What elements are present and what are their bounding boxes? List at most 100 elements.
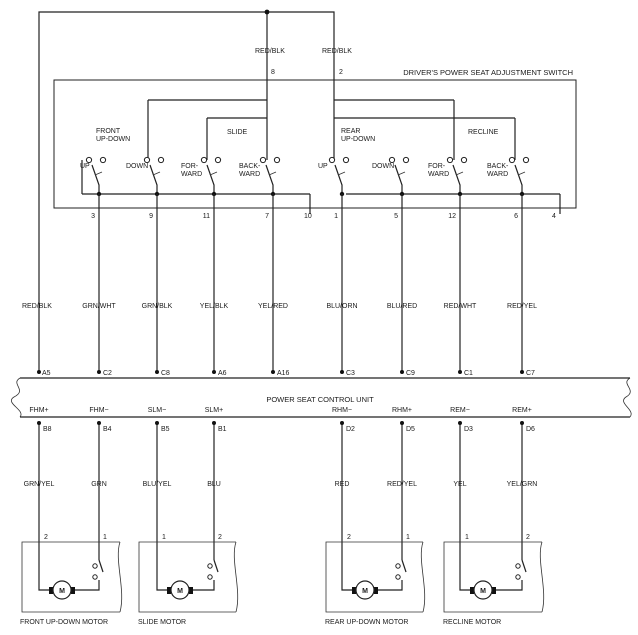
motor-housing-break [420,541,426,613]
unit-output-dot [520,421,524,425]
switch-position-label: DOWN [126,163,148,170]
output-pin-label: D5 [406,426,415,433]
motor-pin-label: 1 [406,534,410,541]
switch-title: DRIVER'S POWER SEAT ADJUSTMENT SWITCH [403,68,573,77]
motor-lead [378,580,403,591]
limit-switch-contact [515,563,521,569]
unit-output-dot [400,421,404,425]
limit-switch-arm [521,559,527,573]
wire-color-label: BLU/ORN [326,303,357,310]
switch-contact [328,156,336,164]
switch-contact [157,156,165,164]
switch-link [337,171,346,176]
output-signal-label: RHM− [332,407,352,414]
wire-color-label: YEL/BLK [200,303,229,310]
motor-pin-label: 2 [44,534,48,541]
supply-left-color: RED/BLK [255,48,285,55]
unit-connector-dot [271,370,275,374]
limit-switch-contact [515,574,521,580]
output-signal-label: RHM+ [392,407,412,414]
motor-name: RECLINE MOTOR [443,619,501,626]
output-signal-label: FHM− [89,407,108,414]
switch-contact [85,156,93,164]
motor-lead [496,580,523,591]
unit-output-dot [97,421,101,425]
output-pin-label: B5 [161,426,170,433]
wire-color-label: YEL [453,481,466,488]
wire-color-label: YEL/GRN [507,481,538,488]
motor-lead [75,580,100,591]
limit-switch-arm [213,559,219,573]
wire-color-label: RED/YEL [507,303,537,310]
switch-contact [508,156,516,164]
switch-link [517,171,526,176]
output-signal-label: REM− [450,407,470,414]
motor-brush [71,587,75,594]
switch-contact [522,156,530,164]
motor-brush [167,587,171,594]
motor-pin-label: 2 [347,534,351,541]
output-pin-label: B4 [103,426,112,433]
unit-connector-dot [340,370,344,374]
switch-position-label: BACK-WARD [487,163,509,178]
switch-position-label: BACK-WARD [239,163,261,178]
switch-arm [265,164,274,193]
unit-pin-label: C3 [346,370,355,377]
motor-symbol: M [362,588,368,595]
limit-switch-contact [207,574,213,580]
switch-bus-left [147,94,268,160]
unit-output-dot [212,421,216,425]
ground-pin-right: 4 [552,213,556,220]
motor-lead [459,547,470,591]
switch-arm [334,164,343,193]
switch-pin-label: 12 [448,213,456,220]
wire-color-label: GRN/BLK [142,303,173,310]
switch-to-unit-wires: 3GRN/WHTC29GRN/BLKC811YEL/BLKA67YEL/REDA… [37,194,537,377]
wire-color-label: RED/YEL [387,481,417,488]
switch-position-label: UP [80,163,90,170]
unit-output-dot [458,421,462,425]
limit-switch-contact [92,574,98,580]
motor-name: SLIDE MOTOR [138,619,186,626]
unit-connector-dot [520,370,524,374]
motor-housing-break [117,541,123,613]
switch-link [268,171,277,176]
switch-contact [446,156,454,164]
wire-color-label: RED/WHT [444,303,477,310]
unit-feed-color: RED/BLK [22,303,52,310]
switch-link [209,171,218,176]
motor-pin-label: 2 [526,534,530,541]
motor-icon [170,580,190,600]
control-unit [11,377,632,418]
limit-switch-arm [401,559,407,573]
switch-pin-label: 1 [334,213,338,220]
ground-pin-left: 10 [304,213,312,220]
unit-connector-dot [212,370,216,374]
motor-symbol: M [177,588,183,595]
unit-output-dot [37,421,41,425]
unit-pin-label: C8 [161,370,170,377]
unit-pin-label: A16 [277,370,290,377]
output-signal-label: SLM+ [205,407,223,414]
motor-housing-break [539,541,545,613]
motor-lead [38,547,49,591]
unit-connector-dot [458,370,462,374]
unit-output-dot [155,421,159,425]
motor-output-wires: FHM+B8GRN/YELFHM−B4GRNSLM−B5BLU/YELSLM+B… [24,407,538,547]
wire-color-label: RED [335,481,350,488]
motor-housing [443,541,542,613]
output-pin-label: D3 [464,426,473,433]
switch-pin-label: 3 [91,213,95,220]
motor-brush [492,587,496,594]
switch-link [397,171,406,176]
motor-brush [352,587,356,594]
motor-icon [355,580,375,600]
switch-position-label: UP [318,163,328,170]
group-label-recline: RECLINE [468,129,499,136]
motor-pin-label: 1 [162,534,166,541]
